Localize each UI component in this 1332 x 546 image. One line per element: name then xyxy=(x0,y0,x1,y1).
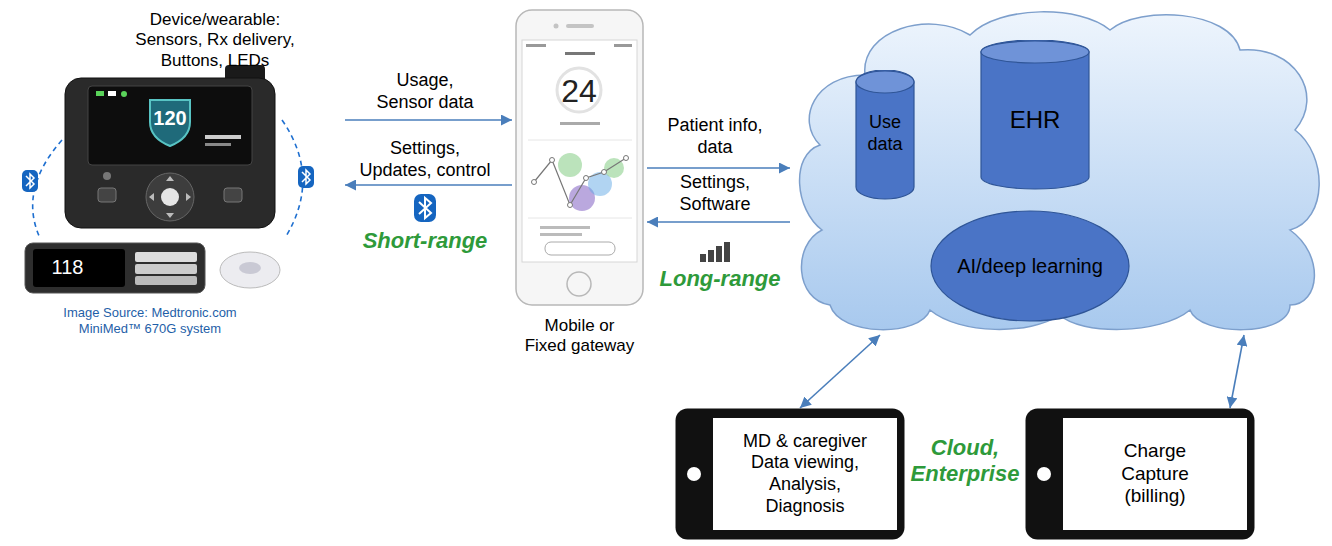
node-text: AI/deep learning xyxy=(950,254,1110,278)
connector-arrow xyxy=(345,119,512,121)
connector-arrow xyxy=(1230,335,1244,408)
edge-label: Settings, Software xyxy=(665,172,765,215)
glucose-sensor xyxy=(220,252,280,288)
connector-arrow xyxy=(800,335,880,408)
node-text: Mobile or Fixed gateway xyxy=(523,316,637,357)
tablet-screen: Charge Capture (billing) xyxy=(1025,408,1255,540)
connector-arrow xyxy=(647,167,790,169)
range-label: Long-range xyxy=(650,266,790,292)
region-label: Cloud, Enterprise xyxy=(905,435,1025,488)
range-label: Short-range xyxy=(360,228,490,254)
bluetooth-links xyxy=(22,120,314,238)
database-cylinder: Use data xyxy=(855,70,915,200)
node-text: Device/wearable: Sensors, Rx delivery, B… xyxy=(120,10,310,71)
node-text: EHR xyxy=(980,106,1090,135)
device-group: Device/wearable: Sensors, Rx delivery, B… xyxy=(10,8,345,333)
insulin-pump xyxy=(65,65,275,228)
node-text: Charge Capture (billing) xyxy=(1100,440,1210,508)
screen-value: 120 xyxy=(140,106,200,130)
database-cylinder: EHR xyxy=(980,40,1090,190)
connector-arrow xyxy=(345,184,512,186)
edge-label: Settings, Updates, control xyxy=(356,138,494,181)
bluetooth-icon xyxy=(414,194,436,222)
smartphone xyxy=(516,10,643,305)
edge-label: Usage, Sensor data xyxy=(370,70,480,113)
screen-value: 24 xyxy=(549,72,609,110)
tablet-screen: MD & caregiver Data viewing, Analysis, D… xyxy=(675,408,905,540)
gateway-phone: Mobile or Fixed gateway xyxy=(512,8,647,365)
connector-arrow xyxy=(647,221,790,223)
signal-bars xyxy=(700,242,730,262)
cloud-region: Use data EHR AI/deep learning xyxy=(790,5,1330,335)
process-ellipse: AI/deep learning xyxy=(930,210,1130,322)
glucose-monitor xyxy=(25,243,205,293)
edge-label: Patient info, data xyxy=(665,115,765,158)
screen-value: 118 xyxy=(40,255,95,279)
image-credit: Image Source: Medtronic.com MiniMed™ 670… xyxy=(55,305,245,336)
node-text: Use data xyxy=(855,112,915,155)
node-text: MD & caregiver Data viewing, Analysis, D… xyxy=(730,431,880,517)
